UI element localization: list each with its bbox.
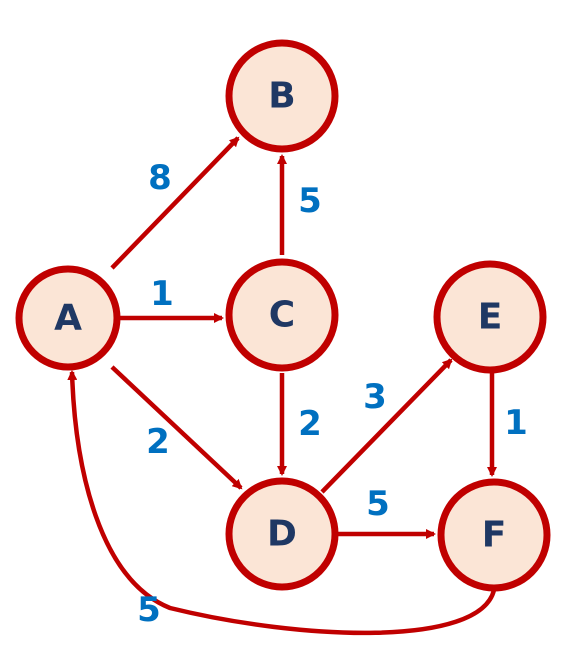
edge-d-to-e — [320, 358, 453, 494]
node-d: D — [225, 477, 339, 591]
node-e-label: E — [478, 297, 503, 338]
node-f: F — [437, 478, 551, 592]
edges-layer — [67, 136, 497, 636]
edge-a-to-b — [110, 136, 240, 270]
weight-label-a-b: 8 — [148, 158, 172, 198]
weight-label-a-d: 2 — [146, 422, 170, 462]
node-e: E — [433, 260, 547, 374]
node-d-circle — [225, 477, 339, 591]
node-d-label: D — [267, 514, 297, 555]
node-a-circle — [15, 265, 121, 371]
node-f-label: F — [482, 515, 507, 556]
node-b-circle — [225, 39, 339, 153]
node-c: C — [225, 258, 339, 372]
node-f-circle — [437, 478, 551, 592]
weight-label-e-f: 1 — [504, 403, 528, 443]
nodes-layer: A B C D E F — [15, 39, 551, 592]
edge-f-to-a — [67, 370, 497, 636]
weight-label-d-f: 5 — [366, 484, 390, 524]
node-a: A — [15, 265, 121, 371]
weight-label-a-c: 1 — [150, 274, 174, 314]
weight-label-c-d: 2 — [298, 404, 322, 444]
node-e-circle — [433, 260, 547, 374]
weight-label-c-b: 5 — [298, 181, 322, 221]
node-c-label: C — [269, 295, 295, 336]
weights-layer: 8 1 2 5 2 3 5 1 5 — [137, 158, 528, 630]
node-b: B — [225, 39, 339, 153]
node-c-circle — [225, 258, 339, 372]
weight-label-f-a: 5 — [137, 590, 161, 630]
weight-label-d-e: 3 — [363, 377, 387, 417]
node-a-label: A — [54, 298, 82, 339]
node-b-label: B — [268, 76, 295, 117]
edge-a-to-d — [110, 365, 243, 490]
